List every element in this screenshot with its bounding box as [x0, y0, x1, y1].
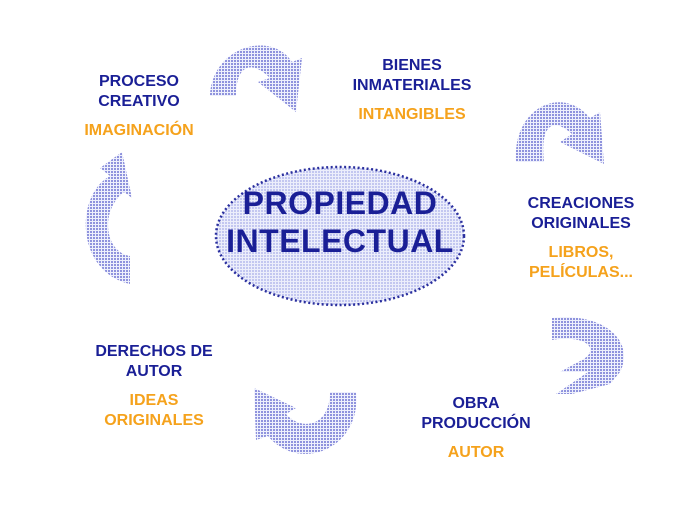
node-title: DERECHOS DE AUTOR: [84, 342, 224, 381]
node-subtitle: IDEAS ORIGINALES: [84, 391, 224, 430]
node-subtitle-line: IDEAS: [129, 392, 179, 410]
node-title: PROCESO CREATIVO: [84, 72, 194, 111]
node-title-line: INMATERIALES: [352, 76, 472, 94]
node-title-line: CREACIONES: [527, 195, 635, 212]
node-title-line: CREATIVO: [98, 92, 180, 110]
node-subtitle: LIBROS, PELÍCULAS...: [516, 243, 646, 282]
node-title-line: PROCESO: [98, 73, 179, 90]
node-title: BIENES INMATERIALES: [340, 56, 484, 95]
node-subtitle-line: IMAGINACIÓN: [84, 122, 194, 140]
node-title-line: AUTOR: [125, 362, 183, 380]
node-title-line: PRODUCCIÓN: [421, 414, 531, 432]
node-bienes-inmateriales: BIENES INMATERIALES INTANGIBLES: [340, 56, 484, 125]
node-title: CREACIONES ORIGINALES: [516, 194, 646, 233]
node-subtitle: INTANGIBLES: [340, 105, 484, 125]
node-title: OBRA PRODUCCIÓN: [412, 394, 540, 433]
curved-arrow-icon: [85, 152, 132, 284]
node-title-line: BIENES: [382, 57, 442, 74]
node-title-line: OBRA: [452, 395, 500, 412]
center-title-line1: PROPIEDAD: [242, 185, 438, 221]
node-subtitle: AUTOR: [412, 443, 540, 463]
center-ellipse: [214, 165, 466, 307]
node-subtitle-line: LIBROS,: [548, 244, 614, 262]
node-obra-produccion: OBRA PRODUCCIÓN AUTOR: [412, 394, 540, 463]
curved-arrow-icon: [515, 102, 604, 164]
node-title-line: DERECHOS DE: [95, 343, 213, 360]
node-subtitle-line: INTANGIBLES: [358, 106, 466, 124]
node-subtitle-line: AUTOR: [447, 444, 505, 462]
node-creaciones-originales: CREACIONES ORIGINALES LIBROS, PELÍCULAS.…: [516, 194, 646, 282]
curved-arrow-icon: [254, 388, 357, 454]
center-title: PROPIEDAD INTELECTUAL: [216, 184, 464, 260]
center-title-line2: INTELECTUAL: [226, 223, 454, 259]
node-title-line: ORIGINALES: [531, 214, 631, 232]
node-subtitle-line: ORIGINALES: [104, 411, 204, 429]
node-derechos-de-autor: DERECHOS DE AUTOR IDEAS ORIGINALES: [84, 342, 224, 430]
curved-arrow-icon: [552, 317, 624, 394]
node-subtitle-line: PELÍCULAS...: [528, 263, 633, 281]
node-proceso-creativo: PROCESO CREATIVO IMAGINACIÓN: [84, 72, 194, 141]
node-subtitle: IMAGINACIÓN: [84, 121, 194, 141]
curved-arrow-icon: [210, 45, 302, 112]
